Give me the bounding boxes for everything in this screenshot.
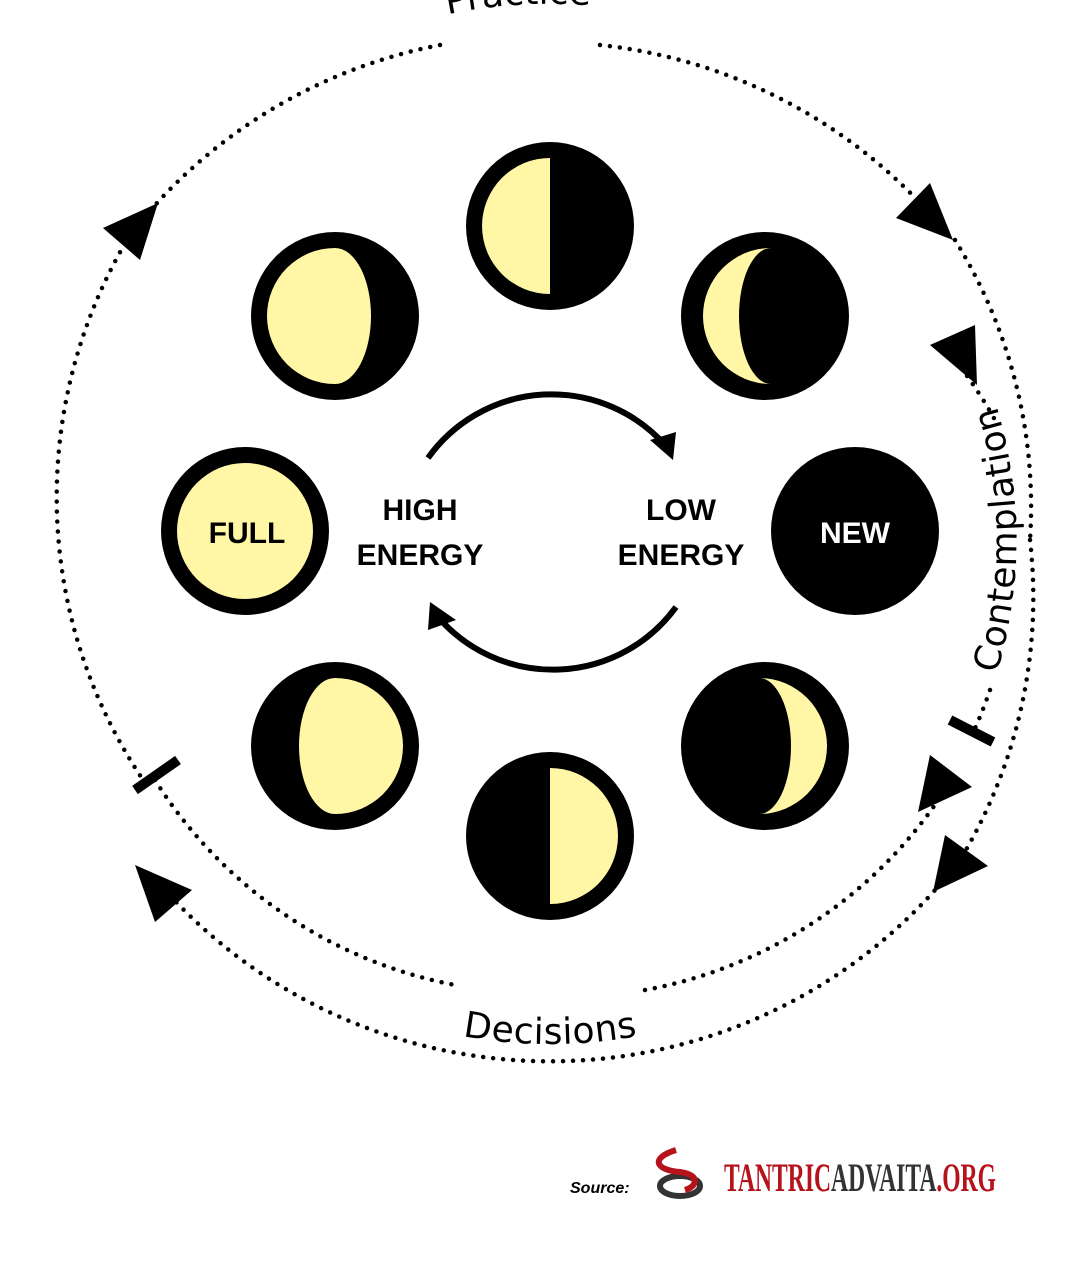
decisions-arc-left xyxy=(152,777,458,988)
moon-last-quarter-bottom xyxy=(466,752,634,920)
outer-dotted-cycle xyxy=(54,42,1036,1064)
full-moon-label: FULL xyxy=(209,517,286,550)
low-energy-line1: LOW xyxy=(646,494,717,527)
contemplation-arc-lower xyxy=(969,687,993,738)
logo-text: TANTRICADVAITA.ORG xyxy=(724,1155,996,1200)
arrowhead-icon xyxy=(650,432,676,460)
arrowhead-icon xyxy=(933,835,988,892)
source-label: Source: xyxy=(570,1180,630,1197)
moon-crescent-bottom-right xyxy=(681,662,849,830)
moon-gibbous-bottom-left xyxy=(251,662,419,830)
tick-mark xyxy=(132,755,181,795)
tick-mark xyxy=(947,715,996,747)
moon-crescent-top-right xyxy=(681,232,849,400)
arrowhead-icon xyxy=(896,183,953,240)
moon-gibbous-top-left xyxy=(251,232,419,400)
logo-swirl-icon xyxy=(655,1147,703,1199)
high-energy-line2: ENERGY xyxy=(357,539,484,572)
moon-new: NEW xyxy=(771,447,939,615)
arrowhead-icon xyxy=(930,325,977,385)
moon-first-quarter-top xyxy=(466,142,634,310)
arrowhead-icon xyxy=(428,602,456,630)
low-energy-line2: ENERGY xyxy=(618,539,745,572)
practice-label: Practice xyxy=(442,0,593,23)
decisions-arc-right xyxy=(642,787,948,993)
arrowhead-icon xyxy=(135,865,192,922)
cycle-arrow-top xyxy=(425,391,668,460)
cycle-arrow-bottom xyxy=(435,605,679,673)
arrowhead-icon xyxy=(103,203,158,260)
contemplation-label: Contemplation xyxy=(966,404,1026,677)
decisions-label: Decisions xyxy=(461,1005,639,1054)
high-energy-line1: HIGH xyxy=(383,494,458,527)
arrowhead-icon xyxy=(918,755,972,812)
contemplation-arc xyxy=(952,357,998,423)
moon-full: FULL xyxy=(161,447,329,615)
new-moon-label: NEW xyxy=(820,517,891,550)
